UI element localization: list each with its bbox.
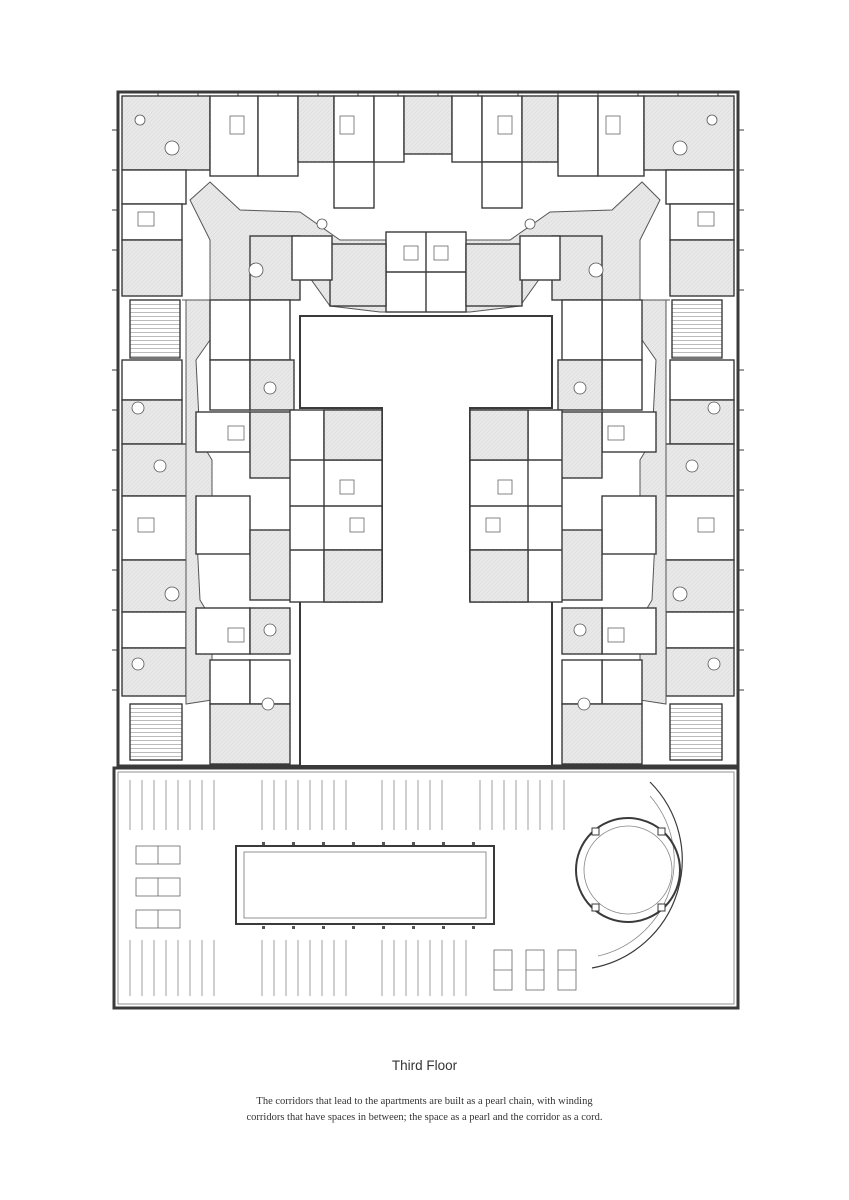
- description-line: corridors that have spaces in between; t…: [246, 1112, 603, 1123]
- top-apartments: [121, 95, 735, 209]
- atrium-columns: [262, 842, 475, 929]
- stair-left-lower: [129, 703, 183, 761]
- spiral-ramp: [591, 781, 683, 969]
- dining-tables: [131, 114, 721, 711]
- reading-tables-right: [493, 949, 577, 991]
- left-pavilion: [289, 409, 383, 603]
- outer-pilasters: [112, 92, 744, 691]
- right-inner-apartments: [527, 299, 657, 765]
- residential-wing: [112, 90, 744, 768]
- drawing-title: Third Floor: [391, 1058, 458, 1073]
- reading-room-ring: [575, 817, 681, 923]
- right-pavilion: [469, 409, 563, 603]
- reading-tables-left: [135, 845, 181, 929]
- upper-inner-apartments: [249, 231, 603, 313]
- bookshelves-bottom: [129, 940, 467, 996]
- bedroom-furniture: [137, 115, 715, 643]
- central-atrium: [235, 845, 495, 925]
- floor-plan-drawing: [112, 90, 744, 1010]
- stair-left-upper: [129, 299, 181, 359]
- stair-right-lower: [669, 703, 723, 761]
- central-courtyard: [299, 315, 553, 767]
- library-hall: [112, 766, 740, 1010]
- drawing-description: The corridors that lead to the apartment…: [0, 1094, 849, 1126]
- description-line: The corridors that lead to the apartment…: [256, 1096, 593, 1107]
- bookshelves-top: [129, 780, 565, 830]
- stair-right-upper: [671, 299, 723, 359]
- right-outer-apartments: [659, 169, 735, 697]
- round-reading-room: [575, 781, 683, 969]
- left-outer-apartments: [121, 169, 193, 697]
